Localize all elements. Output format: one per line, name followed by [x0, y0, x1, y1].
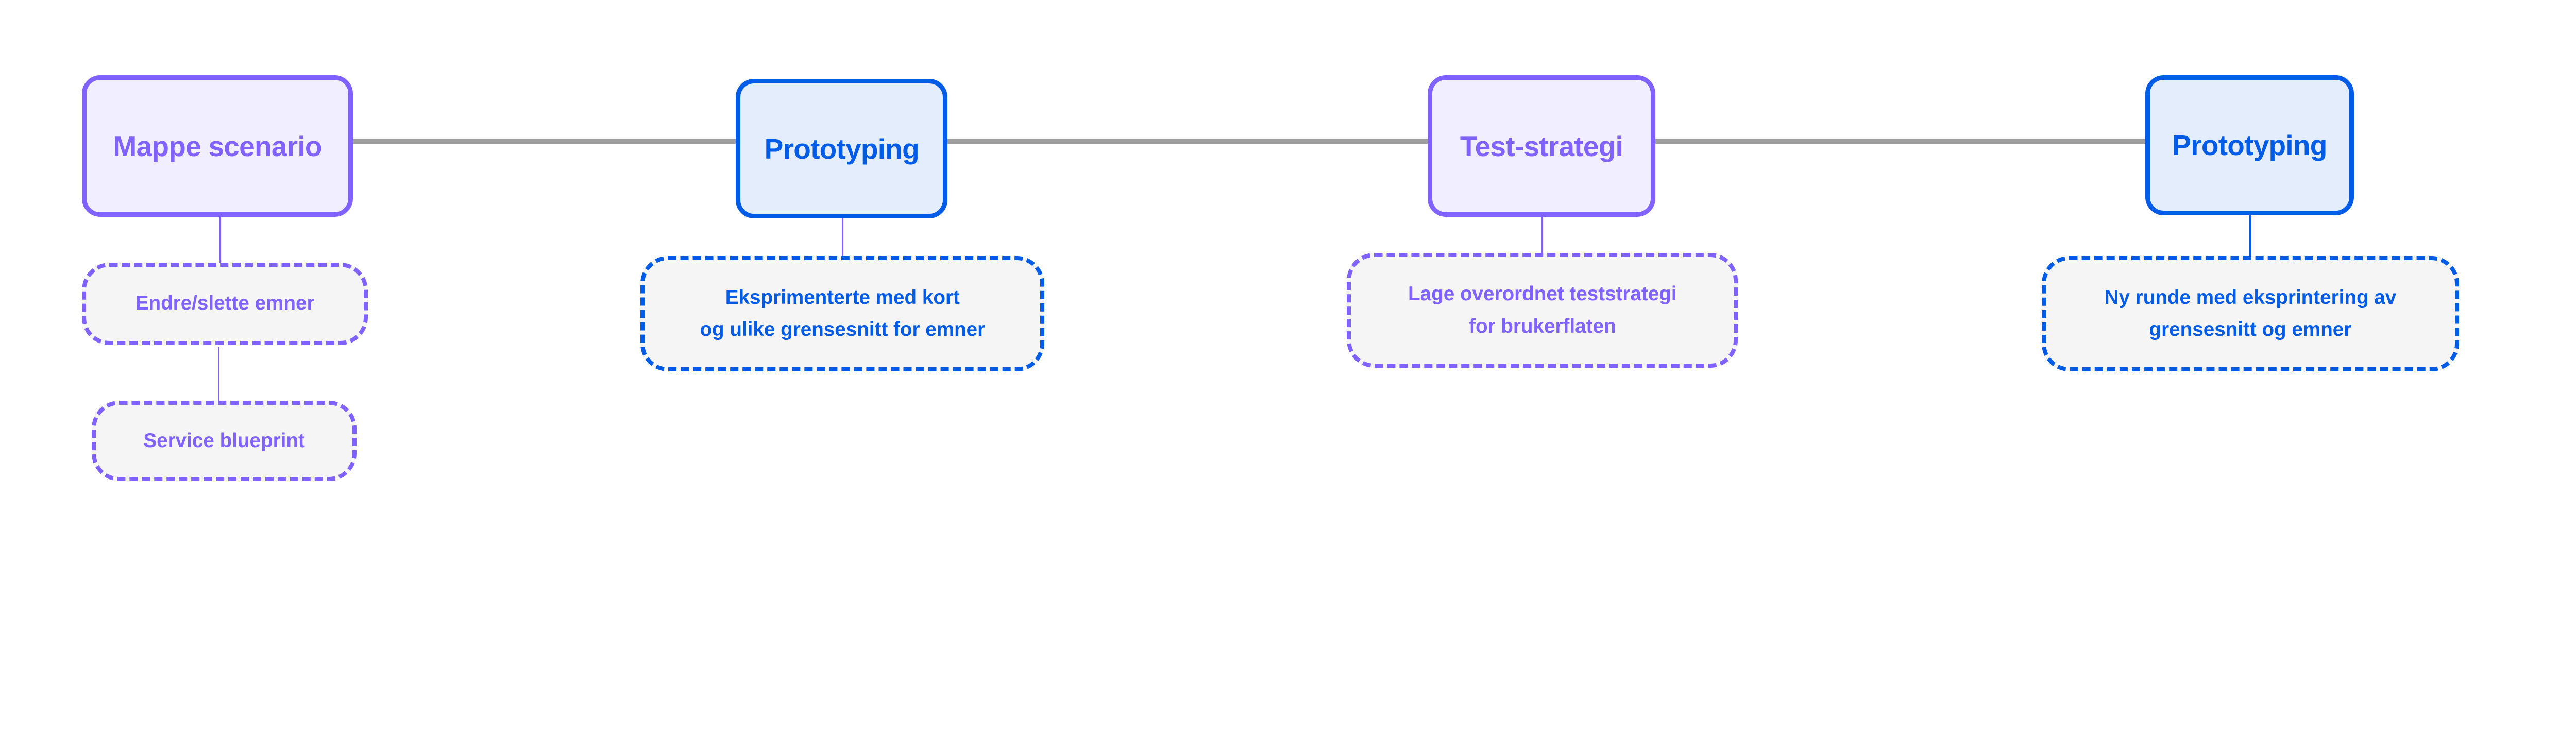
- stage-test-strategi[interactable]: Test-strategi: [1427, 75, 1656, 217]
- stage-prototyping-1[interactable]: Prototyping: [736, 79, 948, 219]
- note-text: Ny runde med eksprintering av grensesnit…: [2104, 286, 2397, 341]
- stage-title: Prototyping: [764, 132, 920, 165]
- note-text: Service blueprint: [143, 429, 305, 452]
- stage-title: Test-strategi: [1460, 130, 1623, 162]
- note-text: Endre/slette emner: [135, 292, 315, 315]
- stage-title: Prototyping: [2172, 129, 2327, 162]
- connector-line: [217, 346, 219, 402]
- connector-line: [842, 216, 844, 258]
- stage-prototyping-2[interactable]: Prototyping: [2145, 75, 2354, 215]
- note-text: Lage overordnet teststrategi for brukerf…: [1408, 283, 1677, 337]
- note-service-blueprint[interactable]: Service blueprint: [92, 401, 357, 482]
- note-endre-slette-emner[interactable]: Endre/slette emner: [82, 262, 368, 345]
- note-teststrategi[interactable]: Lage overordnet teststrategi for brukerf…: [1347, 253, 1738, 368]
- connector-line: [2249, 213, 2251, 258]
- note-eksprimenterte[interactable]: Ekspri­menterte med kort og ulike grense…: [640, 256, 1045, 371]
- connector-line: [219, 214, 221, 264]
- note-text: Ekspri­menterte med kort og ulike grense…: [700, 286, 986, 341]
- connector-line: [1541, 214, 1543, 254]
- stage-mappe-scenario[interactable]: Mappe scenario: [82, 75, 353, 217]
- note-ny-runde[interactable]: Ny runde med eksprintering av grensesnit…: [2042, 256, 2459, 371]
- timeline-connector: [353, 139, 2149, 144]
- stage-title: Mappe scenario: [113, 130, 323, 162]
